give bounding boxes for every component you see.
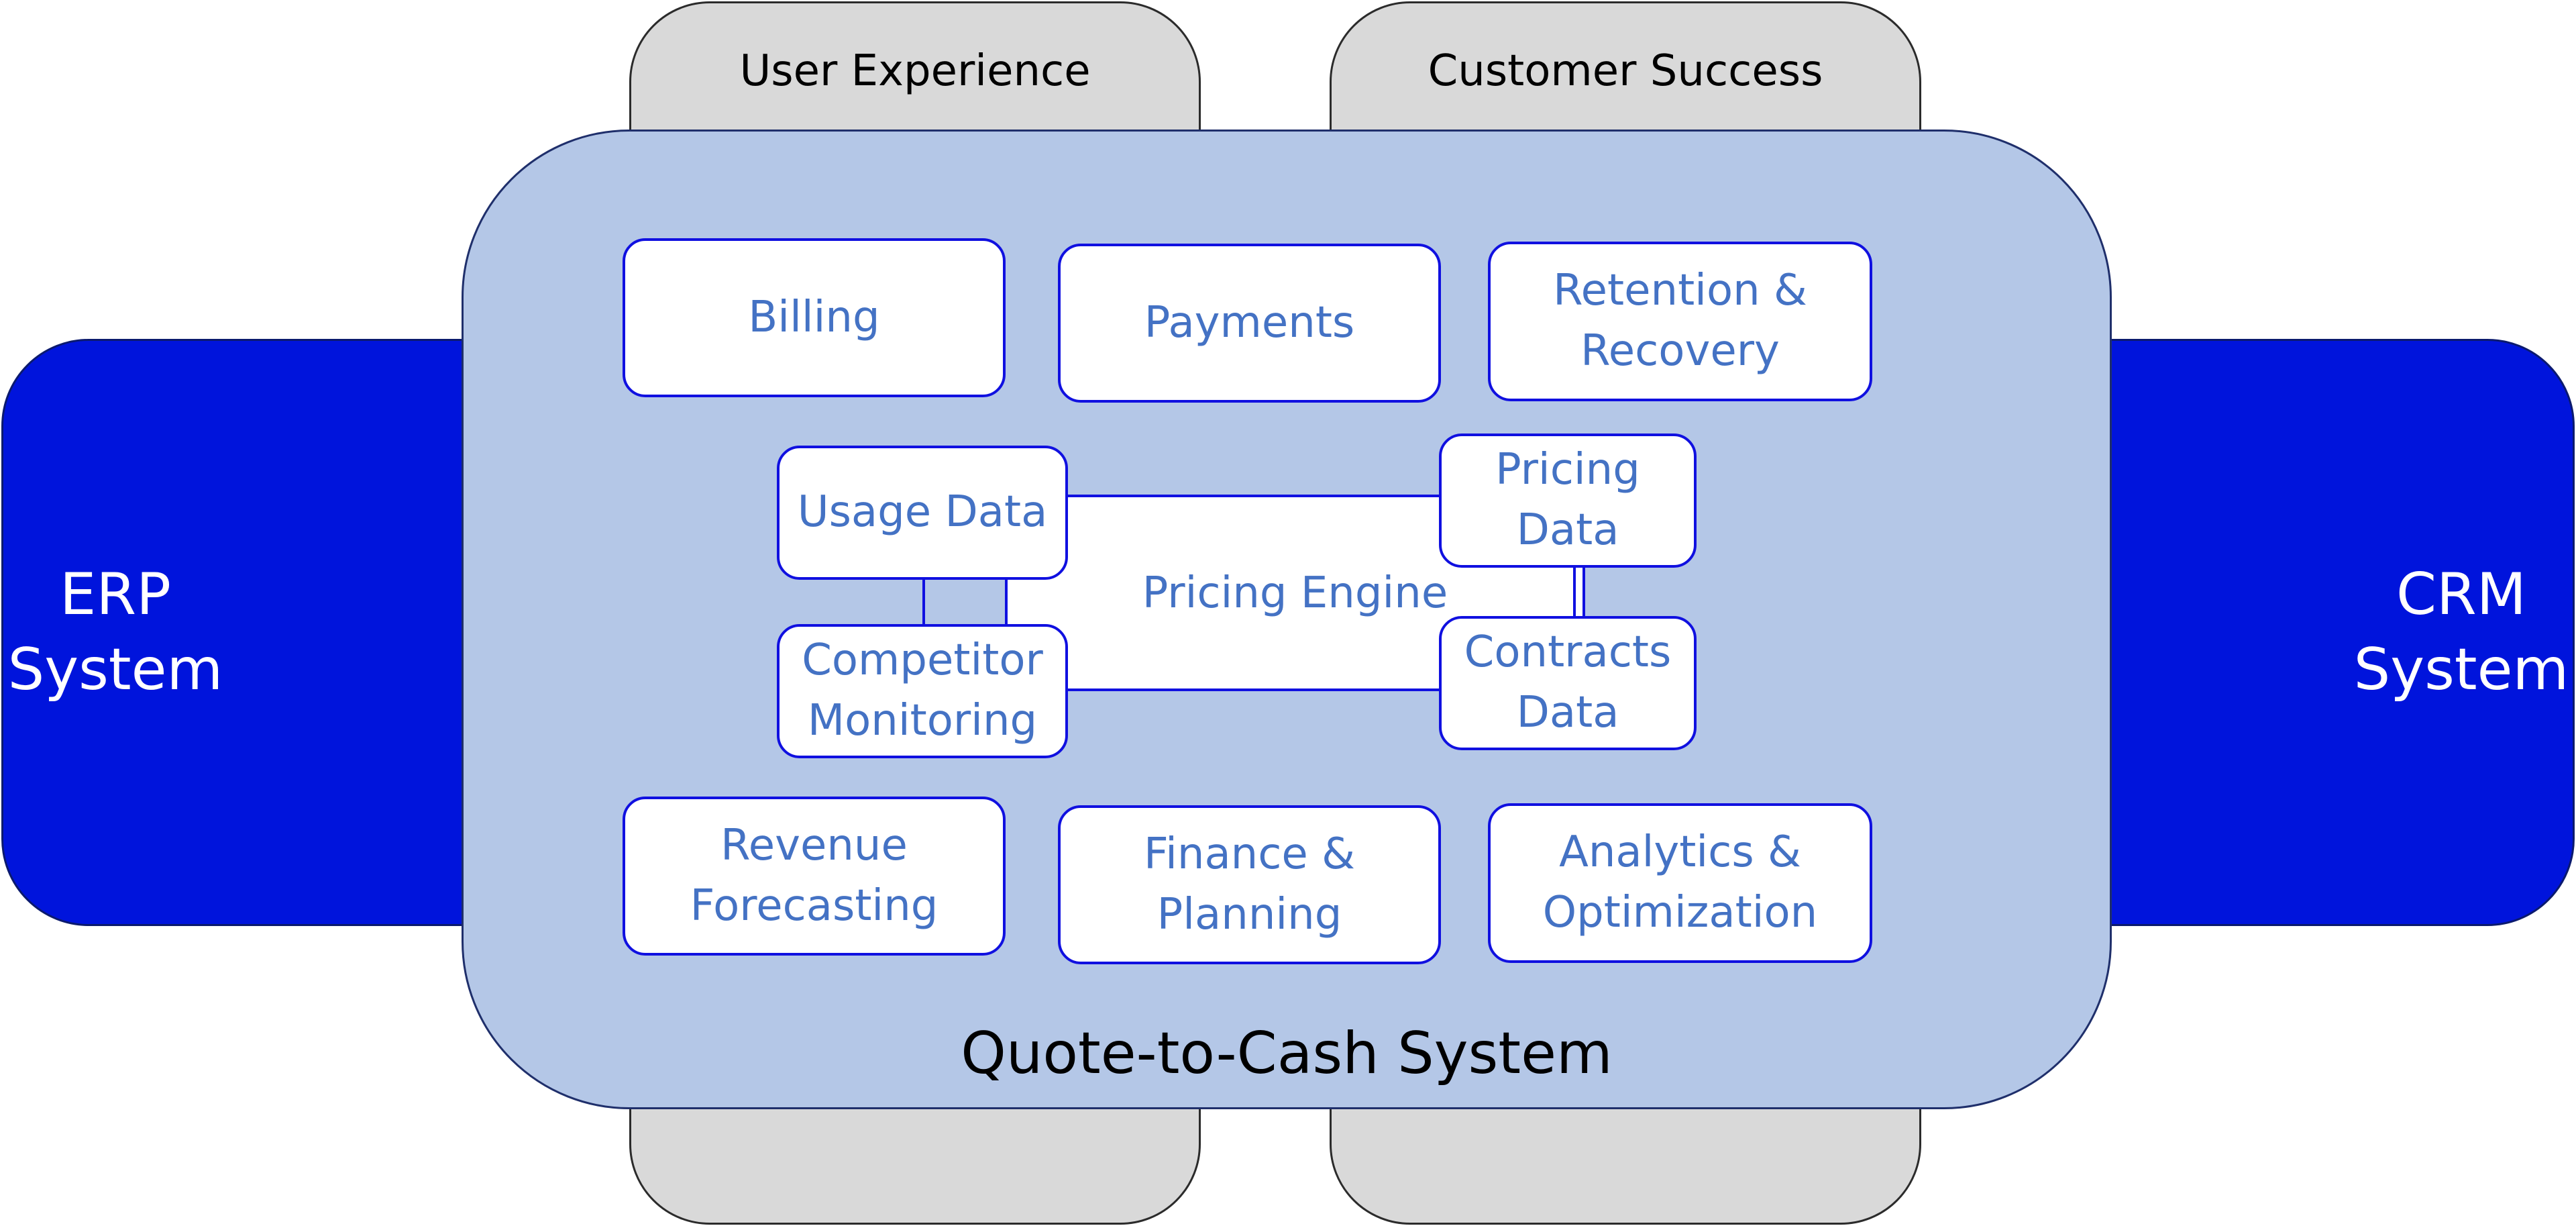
analytics-optimization-module: Analytics & Optimization: [1488, 803, 1872, 963]
retention-recovery-module: Retention & Recovery: [1488, 242, 1872, 401]
user-experience-label: User Experience: [739, 46, 1091, 96]
connector-pricing-contracts: [1573, 564, 1576, 621]
finance-planning-label: Finance & Planning: [1143, 829, 1356, 939]
revenue-forecasting-module: Revenue Forecasting: [623, 797, 1006, 956]
payments-module: Payments: [1058, 244, 1441, 403]
crm-system-block: CRM System: [2066, 339, 2575, 926]
panel-title: Quote-to-Cash System: [961, 1020, 1613, 1087]
erp-system-label: ERP System: [7, 560, 223, 703]
analytics-optimization-label: Analytics & Optimization: [1542, 827, 1818, 937]
billing-label: Billing: [748, 292, 880, 342]
contracts-data-module: Contracts Data: [1439, 616, 1697, 750]
pricing-data-label: Pricing Data: [1495, 445, 1640, 555]
billing-module: Billing: [623, 238, 1006, 397]
connector-usage-competitor: [922, 574, 925, 627]
customer-success-label: Customer Success: [1428, 46, 1823, 96]
competitor-monitoring-label: Competitor Monitoring: [802, 635, 1043, 746]
contracts-data-label: Contracts Data: [1464, 627, 1672, 737]
revenue-forecasting-label: Revenue Forecasting: [690, 820, 938, 931]
pricing-engine-label: Pricing Engine: [1142, 568, 1448, 618]
pricing-data-module: Pricing Data: [1439, 433, 1697, 568]
usage-data-label: Usage Data: [797, 487, 1048, 538]
usage-data-module: Usage Data: [777, 446, 1068, 580]
retention-recovery-label: Retention & Recovery: [1553, 266, 1807, 376]
payments-label: Payments: [1144, 297, 1355, 348]
competitor-monitoring-module: Competitor Monitoring: [777, 624, 1068, 758]
finance-planning-module: Finance & Planning: [1058, 805, 1441, 964]
crm-system-label: CRM System: [2353, 560, 2569, 703]
erp-system-block: ERP System: [1, 339, 511, 926]
